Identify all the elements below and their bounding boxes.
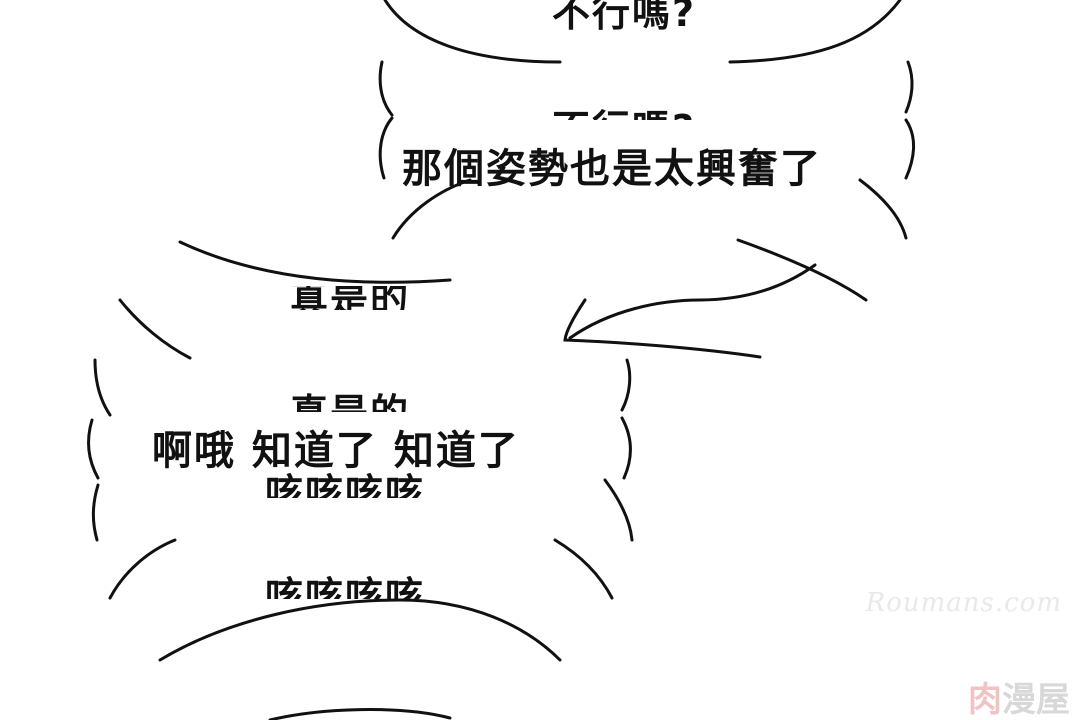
bubble-strip-bottom [391,178,472,240]
bubble-top-text-clip: 不行嗎? [540,0,760,30]
bubble-strip-ghost-text: 不行嗎? [552,98,696,120]
bubble-strip-text: 那個姿勢也是太興奮了 [402,146,822,192]
bubble-cough-ghost-text: 咳咳咳咳 [265,472,426,498]
bubble-strip-right-edge [904,60,914,114]
bubble-cough-ghost-clip: 咳咳咳咳 [265,472,485,498]
bubble-left-ghost-text: 真是的 [290,382,410,412]
bubble-cough-outline [108,538,177,600]
bubble-left-ghost-top-text: 真是的 [290,286,411,310]
watermark-logo-accent: 肉 [968,680,1002,720]
bubble-top-text: 不行嗎? [552,0,697,30]
watermark-logo-rest: 漫屋 [1002,680,1070,720]
watermark-site: Roumans.com [865,588,1062,618]
bubble-left-top [178,240,452,284]
bubble-strip-ghost-clip: 不行嗎? [540,98,760,120]
bubble-left-text: 啊哦 知道了 知道了 [152,428,520,474]
bubble-tail [568,263,817,340]
bubble-left-left-edge [93,358,112,417]
bubble-left-ghost-top-clip: 真是的 [290,286,450,310]
bubble-cough-clip: 咳咳咳咳 [265,565,485,599]
bubble-strip-left-edge [378,60,394,117]
bubble-top-outline [383,0,562,64]
bubble-cough-text: 咳咳咳咳 [265,574,426,599]
watermark-logo: 肉漫屋 [968,672,1070,720]
bubble-left-ghost-clip: 真是的 [290,382,450,412]
bubble-left-right-edge [620,358,632,412]
